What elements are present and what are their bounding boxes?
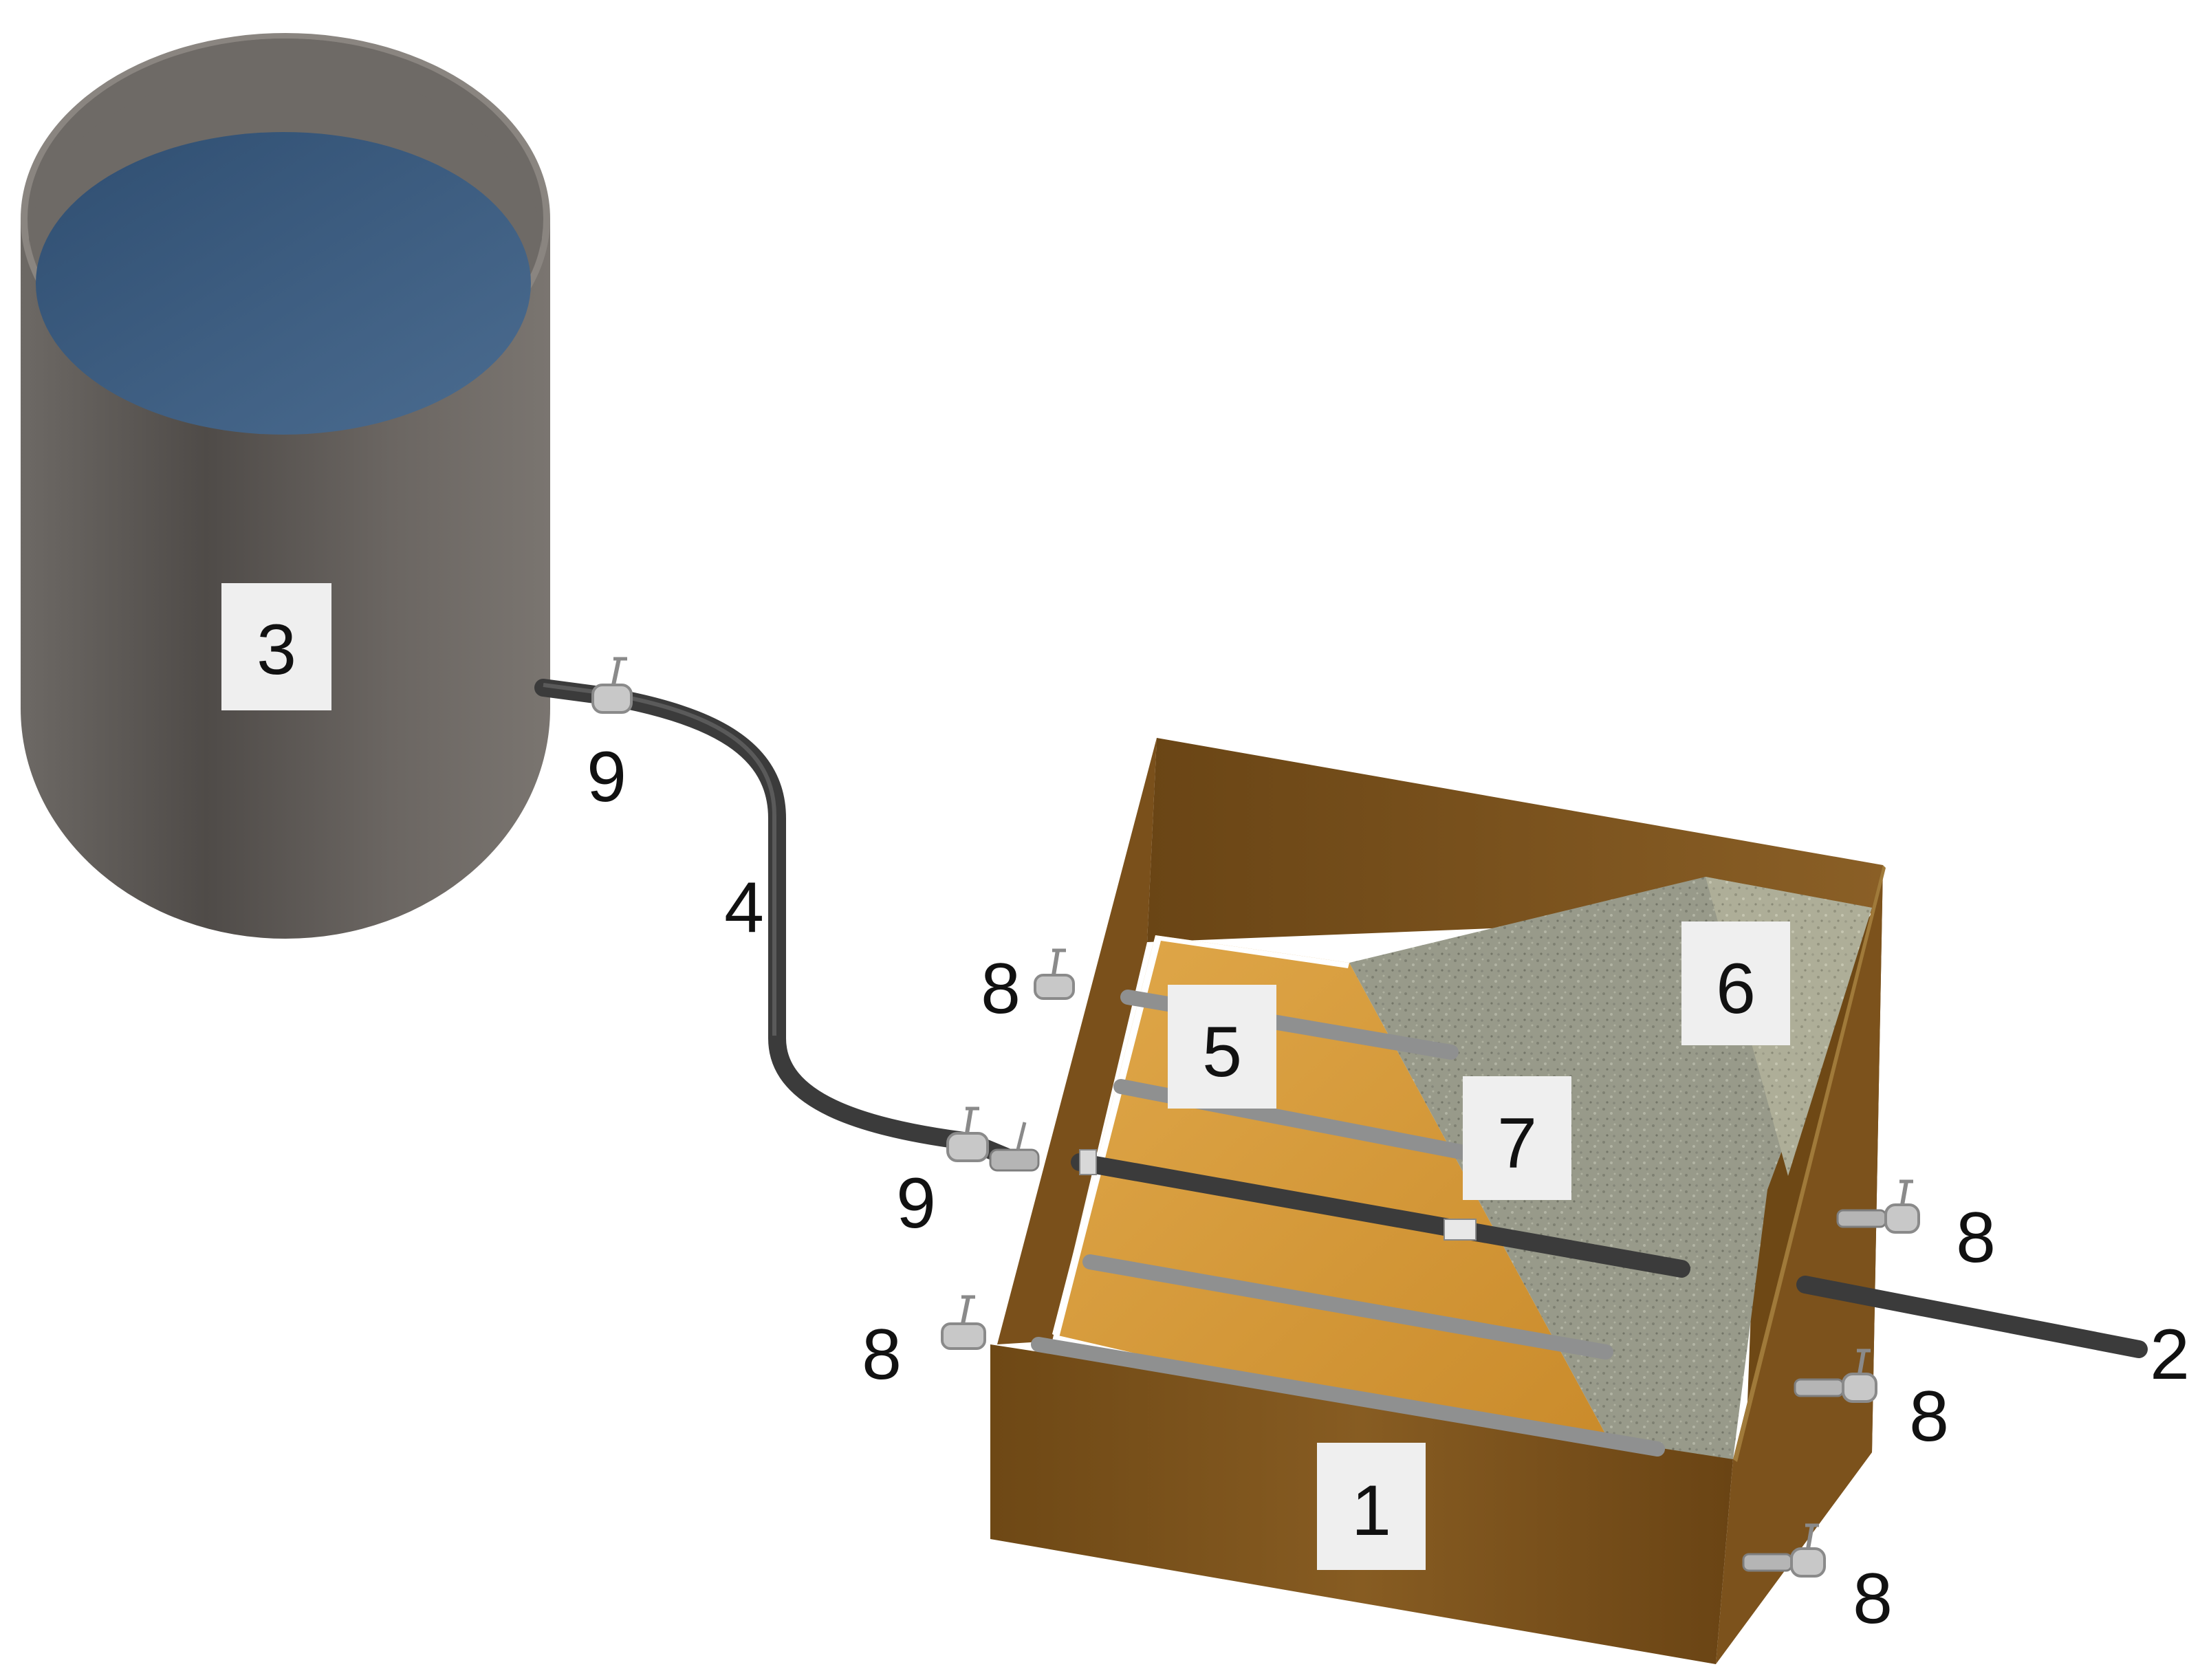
- valve-8-left-bottom[interactable]: [941, 1295, 986, 1350]
- connecting-hose: [534, 679, 1020, 1168]
- valve-8-right-1-label: 8: [1956, 1198, 1996, 1278]
- region-5-label: 5: [1202, 1012, 1242, 1092]
- valve-8-left-top-label: 8: [981, 949, 1021, 1029]
- pipe-row-3-dark: [1071, 1153, 1690, 1278]
- tank-label-box: [221, 583, 331, 710]
- pipe-row-5: [1031, 1337, 1665, 1457]
- valve-8-right-1[interactable]: [1836, 1179, 1920, 1234]
- outlet-pipe-2: [1796, 1276, 2148, 1358]
- hose-highlight: [543, 683, 776, 1036]
- pipe-row-4: [1082, 1254, 1613, 1360]
- valve-9-top[interactable]: [591, 657, 633, 714]
- box-left-wall-inner: [997, 738, 1157, 1344]
- valve-8-left-bottom-label: 8: [862, 1315, 902, 1395]
- valve-9-bottom[interactable]: [946, 1106, 1040, 1172]
- box-label-box: [1317, 1443, 1426, 1570]
- box-right-wall: [1716, 865, 1883, 1664]
- region-7-label: 7: [1497, 1104, 1537, 1183]
- valve-8-right-3[interactable]: [1742, 1523, 1826, 1578]
- test-box: [990, 738, 1886, 1664]
- valve-8-right-3-label: 8: [1853, 1559, 1893, 1639]
- region-5-label-box: [1168, 985, 1276, 1109]
- hose-label: 4: [724, 868, 764, 948]
- water-surface: [36, 132, 531, 435]
- valve-8-right-2[interactable]: [1794, 1349, 1877, 1403]
- region-6-label: 6: [1716, 949, 1756, 1029]
- region-6-label-box: [1681, 921, 1790, 1045]
- box-label: 1: [1351, 1471, 1391, 1551]
- valve-8-left-top[interactable]: [1034, 948, 1075, 1000]
- valve-9-bottom-label: 9: [896, 1164, 936, 1243]
- region-7-label-box: [1463, 1076, 1571, 1200]
- water-tank: [21, 33, 550, 939]
- valve-9-top-label: 9: [587, 737, 627, 817]
- valve-8-right-2-label: 8: [1909, 1377, 1949, 1457]
- outlet-pipe-label: 2: [2150, 1315, 2190, 1395]
- tank-label: 3: [257, 610, 296, 690]
